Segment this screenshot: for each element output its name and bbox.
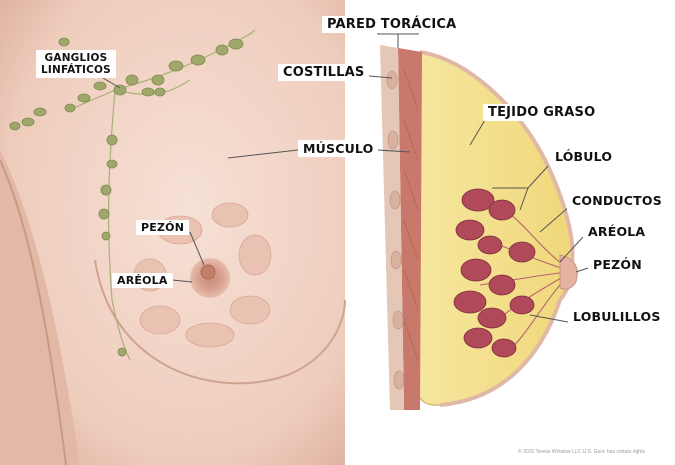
label-costillas: COSTILLAS [278,64,369,81]
label-ganglios-linfaticos: GANGLIOS LINFÁTICOS [36,50,116,78]
label-tejido-graso: TEJIDO GRASO [483,104,600,121]
leader-pezon-right [576,268,588,272]
label-musculo: MÚSCULO [298,140,378,157]
cross-section-view [378,26,577,410]
label-lobulillos: LOBULILLOS [568,308,666,325]
label-lobulo: LÓBULO [550,148,617,165]
label-pezon-left: PEZÓN [136,220,189,235]
label-pezon-right: PEZÓN [588,256,647,273]
label-ganglios-line1: GANGLIOS [41,52,111,64]
copyright-notice: © 2015 Terese Winslow LLC U.S. Govt. has… [518,449,648,455]
nipple-section [560,255,577,289]
label-areola-right: ARÉOLA [583,223,650,240]
label-conductos: CONDUCTOS [567,192,667,209]
nipple-shape [201,265,215,279]
label-areola-left: ARÉOLA [112,273,173,288]
label-pared-toracica: PARED TORÁCICA [322,16,461,33]
label-ganglios-line2: LINFÁTICOS [41,64,111,76]
